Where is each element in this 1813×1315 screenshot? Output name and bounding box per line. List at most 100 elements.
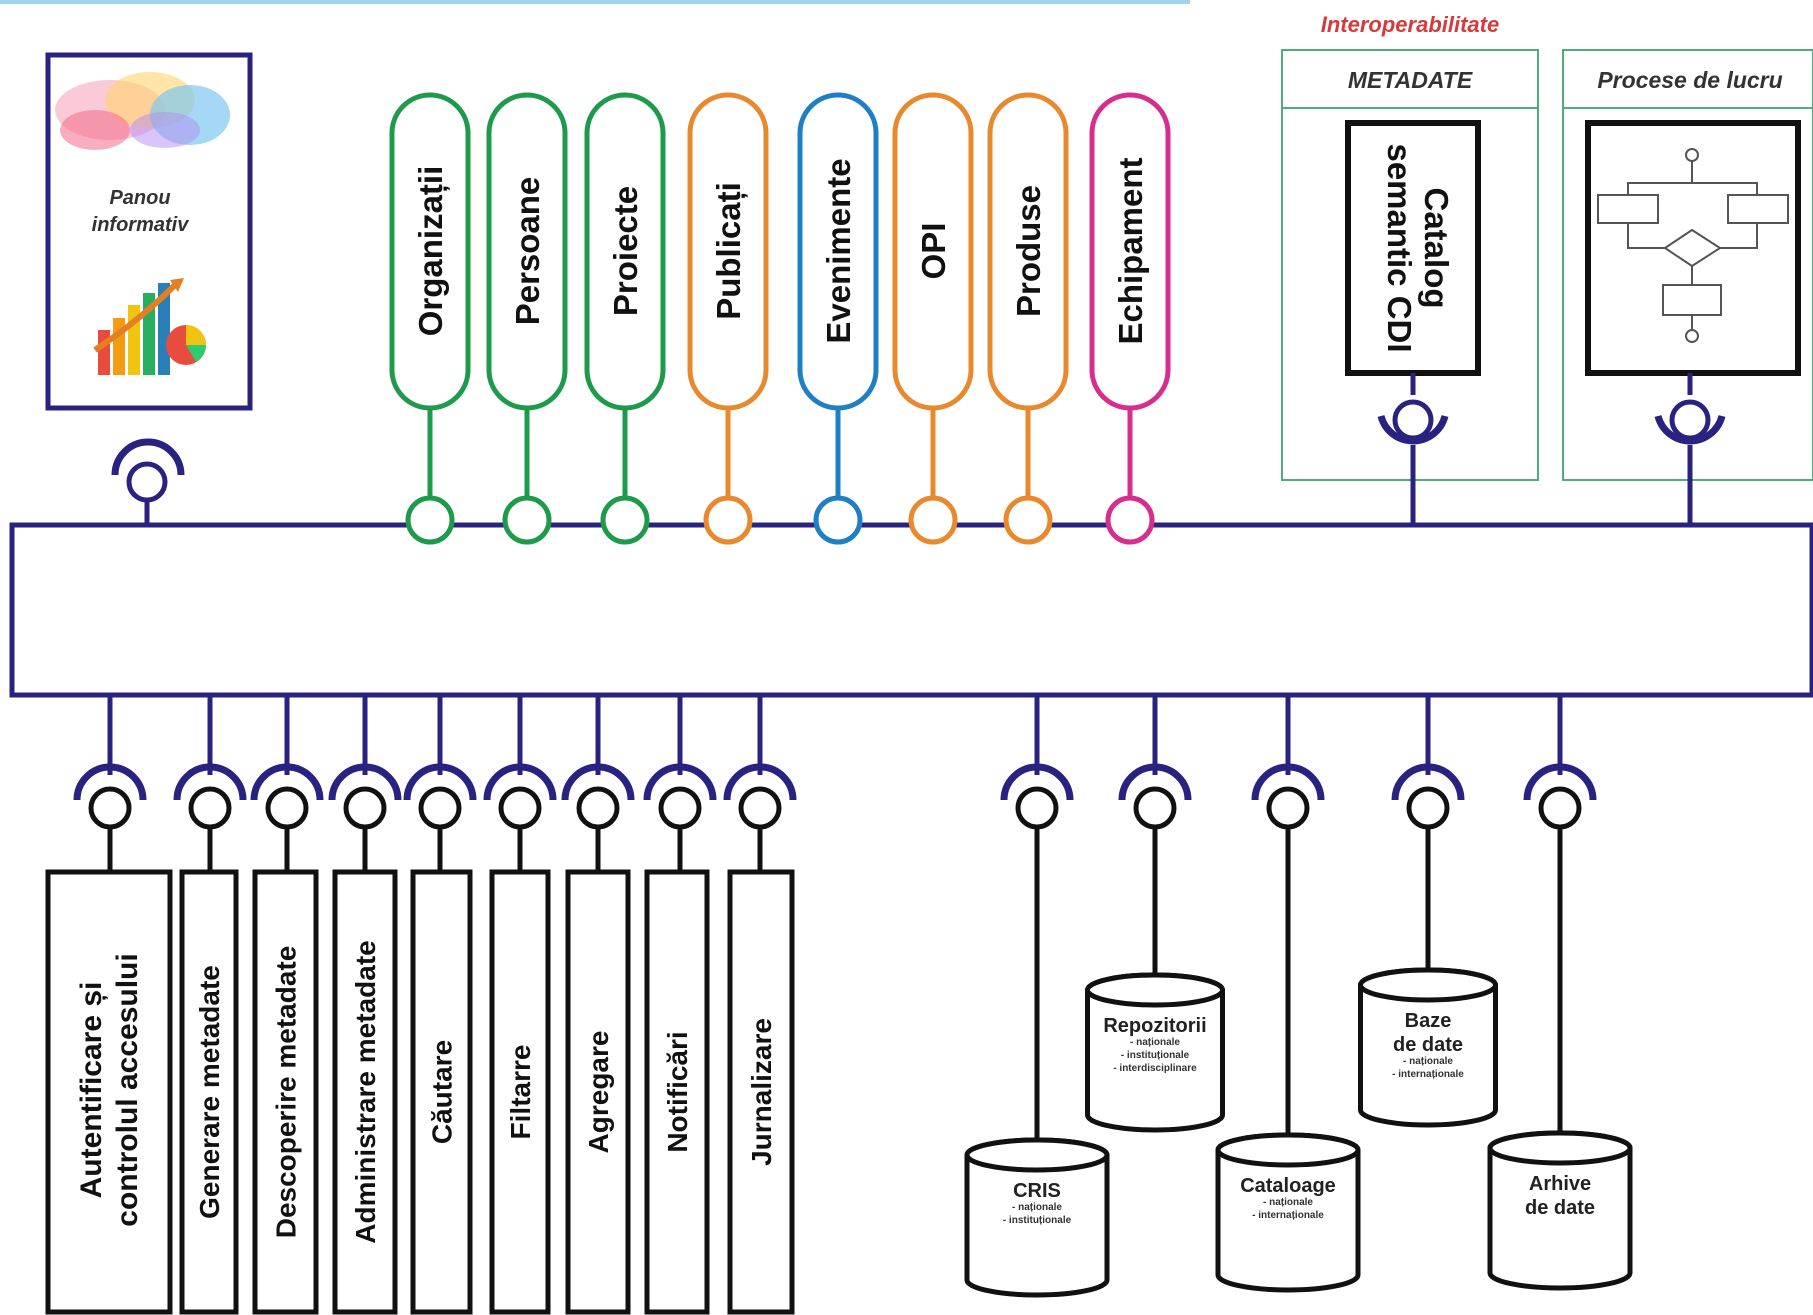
service-7: Agregare: [561, 695, 635, 1315]
service-socket: [343, 786, 387, 830]
entity-label: Organizații: [412, 166, 450, 337]
entity-port: [703, 495, 753, 545]
service-socket-arc: [250, 763, 324, 801]
processes-box: Procese de lucru: [1562, 49, 1813, 481]
info-panel-socket: [111, 438, 185, 525]
service-socket-arc: [403, 763, 477, 801]
entity-7: Produse: [987, 92, 1069, 545]
entity-label: Produse: [1010, 185, 1047, 317]
source-socket-arc: [1000, 763, 1074, 801]
service-label-line2: controlul accesului: [111, 953, 144, 1226]
entity-5: Evenimente: [797, 92, 879, 545]
entity-8: Echipament: [1089, 92, 1171, 545]
processes-header: Procese de lucru: [1597, 67, 1782, 93]
service-label: Notificări: [662, 1031, 693, 1152]
source-subtitle: - instituționale: [1003, 1215, 1072, 1226]
flowchart-icon: [1597, 148, 1789, 343]
source-socket-arc: [1391, 763, 1465, 801]
service-socket: [658, 786, 702, 830]
service-label: Descoperire metadate: [271, 946, 302, 1239]
service-socket: [265, 786, 309, 830]
metadata-header: METADATE: [1348, 67, 1473, 93]
service-socket-arc: [483, 763, 557, 801]
entity-label: Evenimente: [820, 158, 857, 343]
source-socket: [1015, 786, 1059, 830]
service-2: Generare metadate: [173, 695, 247, 1315]
service-6: Filtarre: [483, 695, 557, 1315]
source-subtitle: - naționale: [1012, 1202, 1062, 1213]
entity-label: Echipament: [1112, 157, 1149, 344]
entity-4: Publicați: [687, 92, 769, 545]
entities-layer: Organizații Persoane Proiecte Publicați Even…: [389, 92, 1171, 545]
bar-chart-icon: [93, 278, 206, 375]
service-label: Administrare metadate: [350, 940, 381, 1243]
entity-1: Organizații: [389, 92, 471, 545]
source-socket-arc: [1251, 763, 1325, 801]
database-cylinder-top: [964, 1137, 1110, 1173]
service-8: Notificări: [643, 695, 717, 1315]
database-cylinder-top: [1487, 1130, 1633, 1166]
source-socket-arc: [1523, 763, 1597, 801]
source-title: Baze: [1405, 1010, 1452, 1032]
source-socket: [1406, 786, 1450, 830]
source-title: Repozitorii: [1103, 1015, 1206, 1037]
service-label: Filtarre: [505, 1045, 536, 1140]
service-socket-arc: [561, 763, 635, 801]
service-box: [252, 869, 319, 1315]
source-title-line2: de date: [1393, 1034, 1463, 1056]
service-socket: [498, 786, 542, 830]
service-socket: [418, 786, 462, 830]
service-4: Administrare metadate: [328, 695, 402, 1315]
catalog-socket: [1377, 373, 1449, 525]
catalog-label-line2: semantic CDI: [1381, 143, 1418, 352]
service-box: [45, 869, 173, 1315]
database-cylinder-top: [1085, 972, 1225, 1008]
source-subtitle: - internaționale: [1392, 1069, 1464, 1080]
source-subtitle: - naționale: [1403, 1056, 1453, 1067]
source-subtitle: - instituționale: [1121, 1050, 1190, 1061]
interop-title: Interoperabilitate: [1321, 12, 1499, 37]
catalog-label-line1: Catalog: [1418, 187, 1455, 308]
service-label: Jurnalizare: [746, 1018, 777, 1166]
service-label: Agregare: [583, 1031, 614, 1154]
entity-port: [405, 495, 455, 545]
service-5: Căutare: [403, 695, 477, 1315]
entity-port: [908, 495, 958, 545]
entity-6: OPI: [892, 92, 974, 545]
entity-label: Proiecte: [607, 186, 644, 316]
source-title: Cataloage: [1240, 1175, 1336, 1197]
entity-label: Publicați: [710, 182, 748, 320]
catalog-box: [1345, 120, 1481, 376]
source-3: Cataloage- naționale- internaționale: [1215, 695, 1361, 1293]
service-label: Căutare: [427, 1040, 458, 1144]
service-socket: [576, 786, 620, 830]
database-cylinder-top: [1215, 1132, 1361, 1168]
info-panel: Panou informativ: [45, 52, 253, 411]
source-title-line2: de date: [1525, 1197, 1595, 1219]
source-socket: [1133, 786, 1177, 830]
service-socket-arc: [328, 763, 402, 801]
source-socket-arc: [1118, 763, 1192, 801]
service-box: [410, 869, 473, 1315]
service-9: Jurnalizare: [723, 695, 797, 1315]
entity-port: [502, 495, 552, 545]
sources-layer: CRIS- naționale- instituționaleRepozitor…: [964, 695, 1633, 1298]
service-3: Descoperire metadate: [250, 695, 324, 1315]
info-panel-title-line2: informativ: [92, 214, 191, 236]
source-title: Arhive: [1529, 1173, 1591, 1195]
source-subtitle: - naționale: [1130, 1037, 1180, 1048]
service-box: [644, 869, 710, 1315]
entity-port: [600, 495, 650, 545]
entity-2: Persoane: [486, 92, 568, 545]
source-subtitle: - interdisciplinare: [1113, 1063, 1197, 1074]
entity-port: [1003, 495, 1053, 545]
service-socket: [738, 786, 782, 830]
source-1: CRIS- naționale- instituționale: [964, 695, 1110, 1298]
source-subtitle: - naționale: [1263, 1197, 1313, 1208]
source-socket: [1538, 786, 1582, 830]
service-box: [332, 869, 398, 1315]
